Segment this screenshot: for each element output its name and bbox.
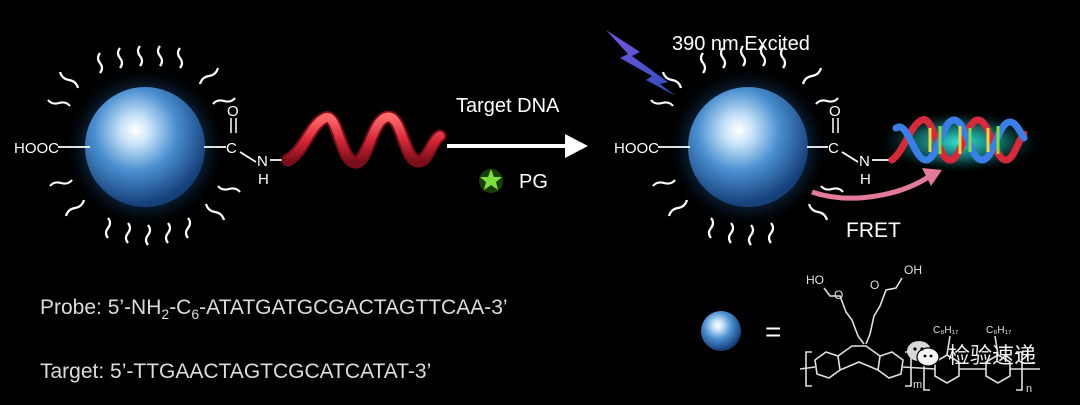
amide-h-left: H [258,171,269,188]
base-pairs [928,126,1000,154]
probe-helix [281,110,447,169]
c8h17-right: C₈H₁₇ [986,325,1012,336]
fret-arrow: FRET [811,168,942,242]
carbon-right-label: C [828,140,839,157]
fret-label: FRET [846,219,901,242]
o-right: O [870,278,879,292]
left-sphere [85,87,205,207]
subscript-m: m [913,379,922,391]
left-squiggles [47,45,241,246]
equals-sign: = [765,316,781,347]
wechat-watermark: 检验速递 [906,338,1036,370]
hooc-left-label: HOOC [14,140,59,157]
polymer-structure: HO OH O O m C₈H₁₇ C₈H₁₇ n [799,263,1040,395]
carbonyl-o-left: O [227,103,239,120]
reaction-arrow: Target DNA PG [447,95,588,193]
watermark-text: 检验速递 [948,344,1037,369]
pg-star-icon [479,169,503,193]
right-nanoparticle: 390 nm Excited HOOC C O [606,30,892,246]
left-nanoparticle: HOOC C O N H [14,45,288,246]
oh-left: HO [806,273,824,287]
right-sphere [688,87,808,207]
amide-n-left: N [257,153,268,170]
subscript-n: n [1026,383,1032,395]
carbon-left-label: C [226,140,237,157]
lightning-icon [606,30,676,96]
excitation-label: 390 nm Excited [672,33,810,55]
pg-label: PG [519,171,548,193]
probe-sequence: Probe: 5’-NH2-C6-ATATGATGCGACTAGTTCAA-3’ [40,296,508,323]
hooc-right-label: HOOC [614,140,659,157]
legend-sphere: = [701,311,781,351]
amide-h-right: H [860,171,871,188]
target-sequence: Target: 5’-TTGAACTAGTCGCATCATAT-3’ [40,360,432,383]
wechat-icon [907,341,940,367]
o-left: O [834,288,843,302]
c8h17-left: C₈H₁₇ [933,325,959,336]
duplex-helix [880,112,1040,172]
carbonyl-o-right: O [829,103,841,120]
oh-right: OH [904,263,922,277]
amide-n-right: N [859,153,870,170]
right-squiggles [650,45,844,246]
arrow-label: Target DNA [456,95,560,117]
